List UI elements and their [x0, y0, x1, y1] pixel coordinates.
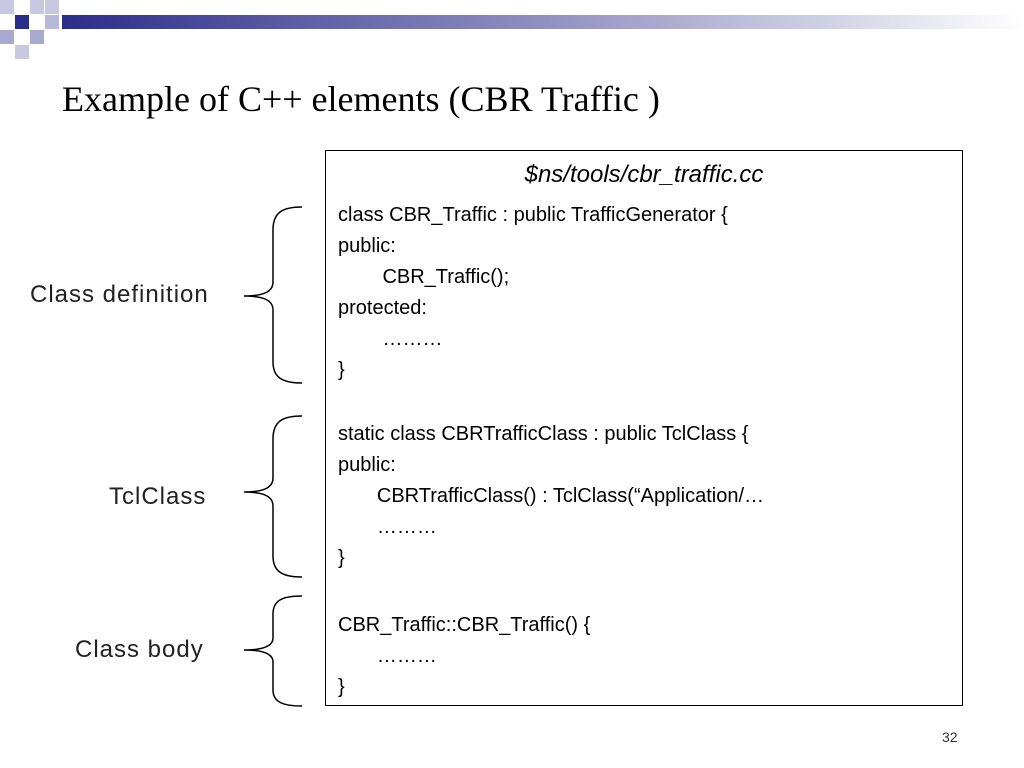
- code-line: ………: [338, 328, 443, 350]
- code-line: public:: [338, 235, 396, 257]
- code-line: CBR_Traffic();: [338, 266, 510, 288]
- code-block-tclclass: static class CBRTrafficClass : public Tc…: [338, 419, 764, 574]
- code-block-class-definition: class CBR_Traffic : public TrafficGenera…: [338, 200, 728, 386]
- brace-class-definition: [243, 206, 303, 384]
- code-filename: $ns/tools/cbr_traffic.cc: [524, 161, 764, 188]
- slide-title: Example of C++ elements (CBR Traffic ): [62, 79, 660, 119]
- deco-square: [30, 30, 44, 44]
- code-line: ………: [338, 516, 437, 538]
- code-line: static class CBRTrafficClass : public Tc…: [338, 423, 749, 445]
- header-gradient-bar: [62, 15, 1024, 29]
- code-line: ………: [338, 645, 437, 667]
- brace-tclclass: [243, 415, 303, 578]
- label-class-body: Class body: [75, 636, 204, 663]
- header-decoration: [0, 0, 1024, 59]
- code-line: }: [338, 547, 345, 569]
- brace-class-body: [243, 595, 303, 707]
- code-line: CBRTrafficClass() : TclClass(“Applicatio…: [338, 485, 765, 507]
- code-box: $ns/tools/cbr_traffic.cc class CBR_Traff…: [325, 150, 963, 706]
- code-line: CBR_Traffic::CBR_Traffic() {: [338, 614, 591, 636]
- code-line: }: [338, 359, 345, 381]
- deco-square: [45, 15, 59, 29]
- code-line: public:: [338, 454, 396, 476]
- deco-square: [45, 0, 59, 14]
- code-line: protected:: [338, 297, 427, 319]
- code-line: }: [338, 676, 345, 698]
- code-line: class CBR_Traffic : public TrafficGenera…: [338, 204, 728, 226]
- deco-square: [15, 45, 29, 59]
- deco-square: [0, 0, 14, 14]
- page-number: 32: [942, 729, 958, 745]
- code-block-class-body: CBR_Traffic::CBR_Traffic() { ……… }: [338, 610, 590, 703]
- label-tclclass: TclClass: [109, 483, 207, 510]
- label-class-definition: Class definition: [30, 281, 209, 308]
- deco-square: [30, 0, 44, 14]
- deco-square: [0, 30, 14, 44]
- deco-square: [15, 15, 29, 29]
